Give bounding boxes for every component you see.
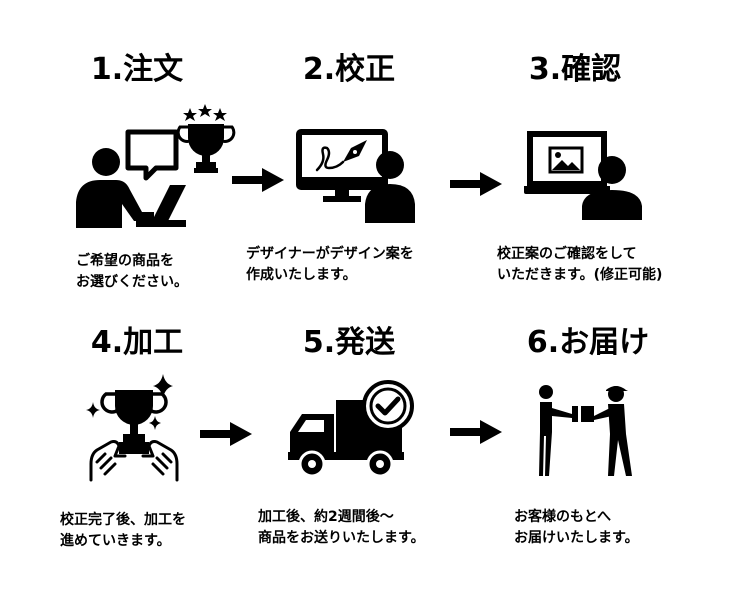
- description-line: お届けいたします。: [514, 530, 639, 546]
- step-4-title: 4.加工: [90, 325, 184, 360]
- step-5-description: 加工後、約2週間後～ 商品をお送りいたします。: [258, 507, 425, 549]
- description-line: お選びください。: [76, 274, 188, 290]
- step-4-description: 校正完了後、加工を 進めていきます。: [60, 510, 186, 552]
- step-2-description: デザイナーがデザイン案を 作成いたします。: [246, 244, 414, 286]
- step-6-description: お客様のもとへ お届けいたします。: [514, 507, 639, 549]
- arrow-right-icon: [232, 168, 284, 192]
- step-5-title: 5.発送: [302, 325, 396, 360]
- person-laptop-trophy-icon: [76, 104, 236, 228]
- description-line: 校正完了後、加工を: [60, 512, 186, 528]
- arrow-right-icon: [200, 422, 252, 446]
- description-line: 校正案のご確認をして: [497, 246, 637, 262]
- description-line: いただきます。(修正可能): [497, 267, 663, 283]
- arrow-right-icon: [450, 172, 502, 196]
- person-laptop-image-icon: [524, 131, 642, 220]
- description-line: デザイナーがデザイン案を: [246, 246, 414, 262]
- step-2-title: 2.校正: [302, 52, 396, 87]
- description-line: 進めていきます。: [60, 533, 171, 549]
- courier-delivery-icon: [539, 385, 632, 476]
- arrow-right-icon: [450, 420, 502, 444]
- description-line: ご希望の商品を: [76, 253, 174, 269]
- description-line: 商品をお送りいたします。: [258, 530, 425, 546]
- step-1-title: 1.注文: [90, 52, 184, 87]
- step-3-title: 3.確認: [528, 52, 622, 87]
- description-line: 加工後、約2週間後～: [258, 509, 394, 525]
- description-line: お客様のもとへ: [514, 509, 612, 525]
- designer-monitor-pen-icon: [296, 129, 415, 223]
- step-3-description: 校正案のご確認をして いただきます。(修正可能): [497, 244, 662, 286]
- description-line: 作成いたします。: [246, 267, 357, 283]
- step-6-title: 6.お届け: [526, 325, 650, 360]
- step-1-description: ご希望の商品を お選びください。: [76, 251, 188, 293]
- hands-trophy-sparkle-icon: [86, 374, 179, 482]
- truck-check-icon: [288, 380, 414, 478]
